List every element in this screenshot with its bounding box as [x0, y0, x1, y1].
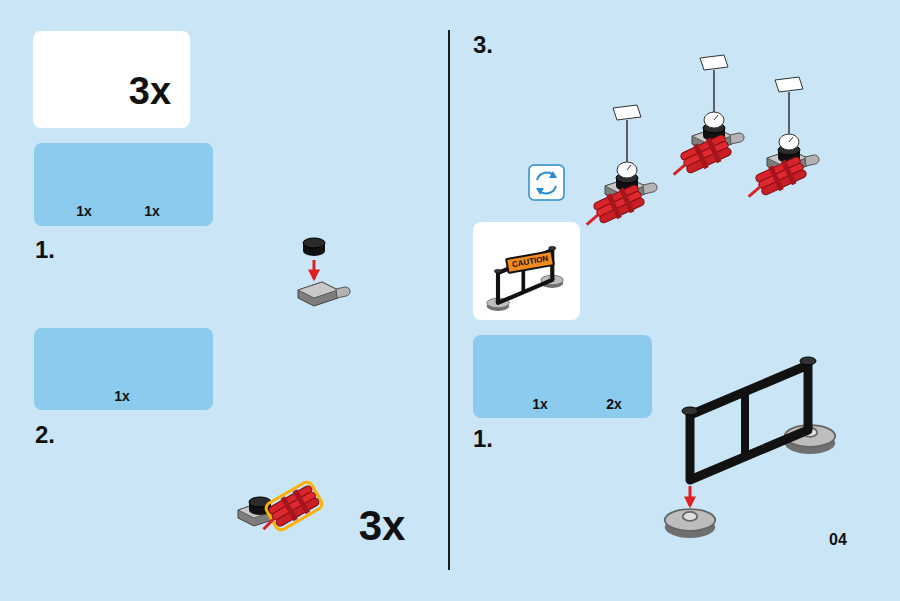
divider-line [448, 30, 450, 570]
page-number: 04 [829, 532, 847, 548]
step-number: 2. [35, 423, 55, 447]
step-number: 1. [473, 427, 493, 451]
step-3-art [579, 55, 819, 232]
count-callout: 3x [33, 31, 190, 128]
step-number: 3. [473, 33, 493, 57]
rotate-icon [529, 165, 564, 200]
part-count: 2x [606, 397, 622, 411]
part-count: 1x [532, 397, 548, 411]
part-count: 1x [114, 389, 130, 403]
step-2-art [238, 480, 324, 538]
step-number: 1. [35, 238, 55, 262]
count-label: 3x [129, 72, 171, 110]
step-1-art [298, 238, 350, 306]
submodel-callout [473, 222, 580, 320]
count-label: 3x [359, 505, 406, 547]
parts-box: 1x 1x [34, 143, 213, 226]
parts-box: 1x [34, 328, 213, 410]
part-count: 1x [144, 204, 160, 218]
parts-box: 1x 2x [473, 335, 652, 418]
part-count: 1x [76, 204, 92, 218]
step-1b-art [665, 357, 835, 538]
